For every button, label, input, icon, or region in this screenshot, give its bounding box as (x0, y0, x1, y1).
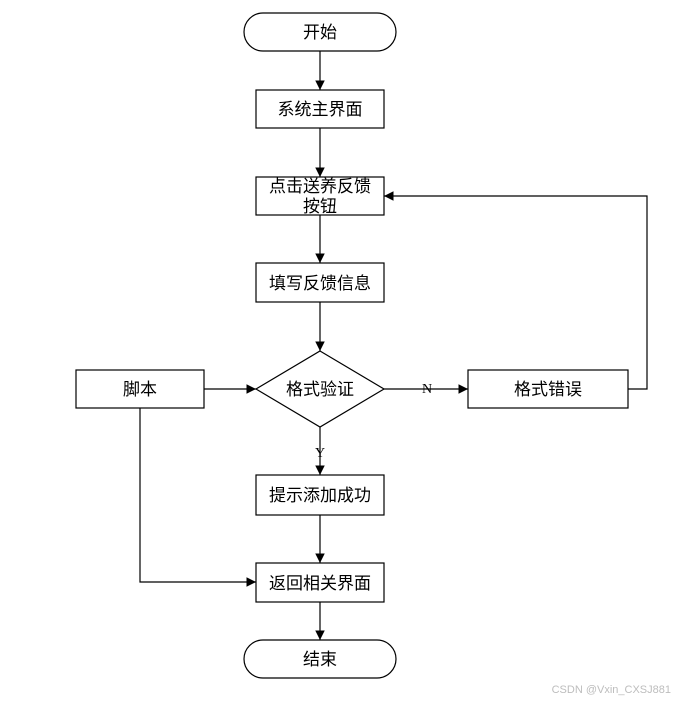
click-label-line2: 按钮 (303, 197, 337, 217)
main-ui-label: 系统主界面 (278, 100, 363, 120)
fill-info-node: 填写反馈信息 (255, 262, 385, 303)
return-ui-label: 返回相关界面 (269, 574, 371, 594)
edge-label-no: N (422, 382, 432, 397)
main-ui-node: 系统主界面 (255, 89, 385, 129)
success-label: 提示添加成功 (269, 486, 371, 506)
click-button-node: 点击送养反馈 按钮 (255, 176, 385, 217)
watermark: CSDN @Vxin_CXSJ881 (552, 684, 671, 696)
start-node: 开始 (243, 12, 397, 52)
connectors (139, 51, 648, 640)
validate-label: 格式验证 (286, 380, 354, 400)
script-label: 脚本 (123, 380, 157, 400)
validate-decision: 格式验证 (254, 350, 386, 428)
script-node: 脚本 (75, 369, 205, 409)
format-error-node: 格式错误 (467, 369, 629, 409)
edge-label-yes: Y (315, 446, 325, 461)
success-node: 提示添加成功 (255, 474, 385, 516)
end-label: 结束 (303, 650, 337, 670)
start-label: 开始 (303, 23, 337, 43)
format-error-label: 格式错误 (514, 380, 582, 400)
return-ui-node: 返回相关界面 (255, 562, 385, 603)
edge-error-loop-back (384, 191, 648, 390)
end-node: 结束 (243, 639, 397, 679)
edge-script-to-return (139, 408, 256, 587)
click-label-line1: 点击送养反馈 (269, 177, 371, 197)
fill-info-label: 填写反馈信息 (269, 274, 371, 294)
